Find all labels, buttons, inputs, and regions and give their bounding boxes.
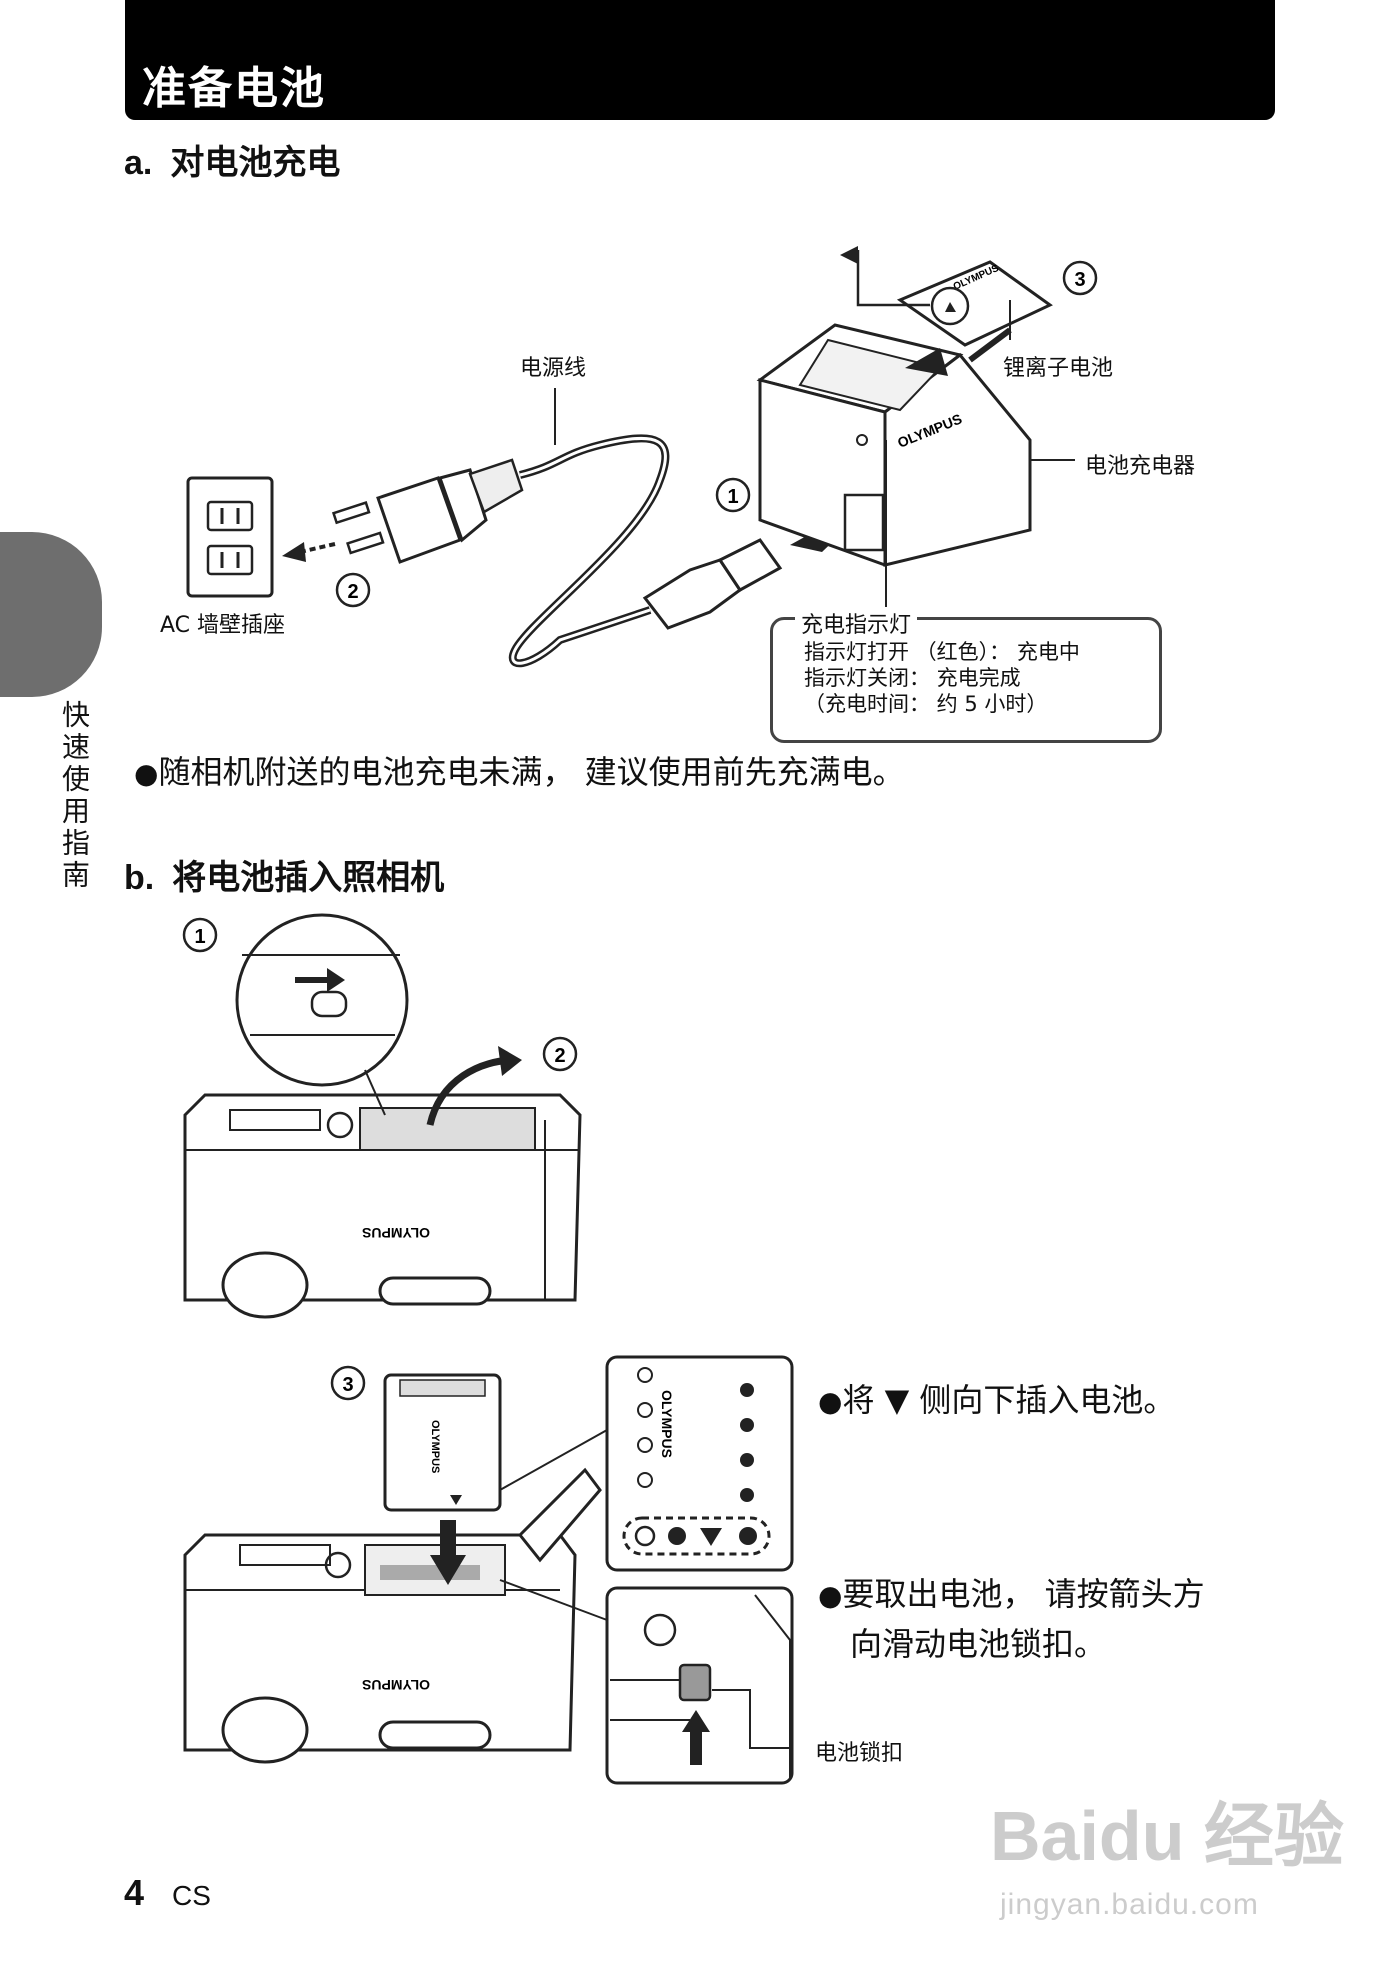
step-circle-b3: 3 — [330, 1365, 366, 1401]
title-bar — [125, 0, 1275, 120]
indicator-label: 充电指示灯 — [795, 607, 918, 639]
side-tab — [0, 532, 102, 697]
battery-charger-illustration: OLYMPUS — [756, 323, 1032, 568]
battery-lock-detail-box — [605, 1586, 794, 1785]
wall-outlet-illustration — [186, 476, 274, 598]
indicator-line: （充电时间： 约 5 小时） — [804, 692, 1048, 716]
battery-illustration-b: OLYMPUS — [383, 1373, 502, 1512]
step-circle-b1: 1 — [182, 917, 218, 953]
indicator-line: 指示灯打开 （红色）： 充电中 — [804, 640, 1080, 664]
watermark-url: jingyan.baidu.com — [1000, 1888, 1259, 1921]
power-plug-illustration — [331, 458, 524, 564]
battery-terminal-detail-box: OLYMPUS — [605, 1355, 794, 1572]
camera-illustration-2: OLYMPUS — [183, 1467, 602, 1764]
arrow-down-icon — [430, 1555, 466, 1585]
li-ion-battery-label: 锂离子电池 — [1003, 356, 1114, 381]
charger-label: 电池充电器 — [1085, 454, 1196, 479]
step-number: 1 — [194, 926, 205, 948]
battery-lock-label: 电池锁扣 — [815, 1741, 904, 1766]
step-number: 3 — [342, 1374, 353, 1396]
step-circle-a3: 3 — [1062, 260, 1098, 296]
charger-connector-illustration — [642, 538, 783, 630]
page-number: 4 — [124, 1872, 145, 1913]
note-a: ●随相机附送的电池充电未满， 建议使用前先充满电。 — [134, 748, 905, 798]
section-a-letter: a. — [124, 144, 153, 182]
indicator-info-box — [770, 617, 1162, 743]
step-circle-b2: 2 — [542, 1036, 578, 1072]
ac-outlet-label: AC 墙壁插座 — [160, 613, 286, 638]
battery-brand-b: OLYMPUS — [429, 1420, 441, 1473]
section-a-title: 对电池充电 — [170, 143, 341, 183]
step-circle-a2: 2 — [335, 572, 371, 608]
section-b-title: 将电池插入照相机 — [172, 858, 445, 898]
indicator-lines: 指示灯打开 （红色）： 充电中 指示灯关闭： 充电完成 （充电时间： 约 5 小… — [804, 639, 1080, 717]
arrow-up-icon — [682, 1710, 710, 1732]
battery-illustration-a: OLYMPUS — [896, 260, 1053, 347]
watermark-logo: Baidu 经验 — [990, 1797, 1344, 1875]
bullet-remove-line2: 向滑动电池锁扣。 — [850, 1625, 1107, 1663]
page-language: CS — [172, 1880, 211, 1911]
step-number: 2 — [347, 581, 358, 603]
bullet-icon: ● — [818, 1385, 843, 1418]
zoom-detail-circle — [235, 913, 409, 1087]
step-number: 3 — [1074, 269, 1085, 291]
bullet-icon: ● — [818, 1579, 843, 1612]
side-tab-text: 快速使用指南 — [58, 700, 91, 892]
section-b-heading: b. 将电池插入照相机 — [124, 850, 444, 899]
camera-brand-2: OLYMPUS — [362, 1677, 430, 1693]
triangle-left-icon — [840, 246, 858, 264]
bullet-insert-text: 将 ▼ 侧向下插入电池。 — [842, 1381, 1176, 1419]
arrow-down-left-icon — [905, 348, 948, 376]
bullet-remove: ●要取出电池， 请按箭头方 向滑动电池锁扣。 — [818, 1570, 1205, 1668]
arrow-right-icon — [327, 968, 345, 992]
curved-arrow-icon — [498, 1046, 522, 1076]
page-title: 准备电池 — [142, 63, 326, 114]
step-number: 1 — [727, 486, 738, 508]
section-b-letter: b. — [124, 859, 155, 897]
battery-brand-detail: OLYMPUS — [659, 1390, 675, 1458]
power-cord-label: 电源线 — [520, 356, 587, 381]
indicator-line: 指示灯关闭： 充电完成 — [804, 666, 1021, 690]
section-a-heading: a. 对电池充电 — [124, 135, 340, 184]
camera-illustration-1: OLYMPUS — [183, 1093, 582, 1319]
step-number: 2 — [554, 1045, 565, 1067]
bullet-remove-line1: 要取出电池， 请按箭头方 — [842, 1575, 1205, 1613]
arrow-left-icon — [282, 542, 306, 562]
bullet-icon: ● — [134, 757, 159, 790]
step-circle-a1: 1 — [715, 477, 751, 513]
bullet-insert: ●将 ▼ 侧向下插入电池。 — [818, 1376, 1175, 1426]
camera-brand-1: OLYMPUS — [362, 1225, 430, 1241]
note-a-text: 随相机附送的电池充电未满， 建议使用前先充满电。 — [158, 753, 905, 791]
